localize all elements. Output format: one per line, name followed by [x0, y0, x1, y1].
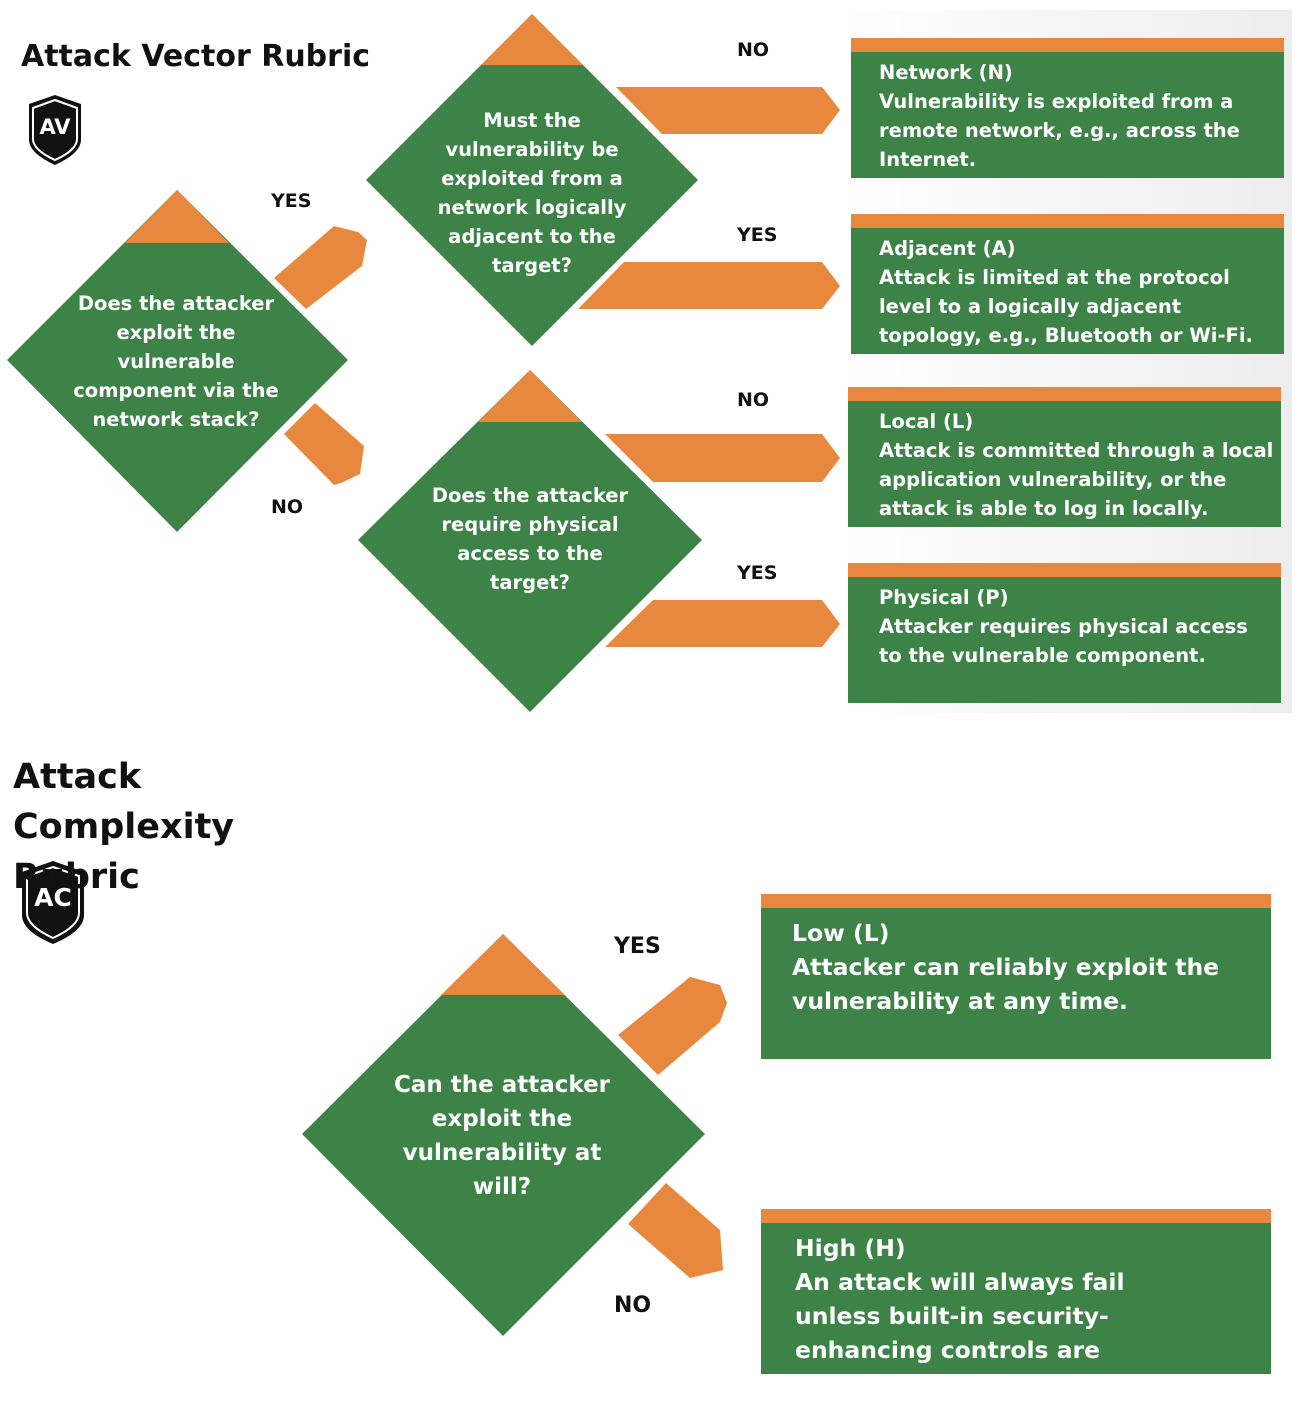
av-q2-diamond [366, 14, 698, 346]
av-title: Attack Vector Rubric [21, 39, 371, 74]
outcome-description: Vulnerability is exploited from a remote… [879, 90, 1240, 171]
av-outcome-physical: Physical (P) Attacker requires physical … [848, 563, 1281, 703]
ac-outcome-high: High (H) An attack will always fail unle… [761, 1209, 1271, 1398]
outcome-title: High (H) [795, 1234, 906, 1262]
av-q1-yes-arrow [274, 226, 367, 309]
ac-yes-label: YES [614, 934, 661, 959]
outcome-title: Low (L) [792, 919, 890, 947]
av-q1-no-label: NO [271, 496, 304, 518]
av-q3-question: Does the attacker require physical acces… [431, 484, 629, 594]
av-q3-diamond [358, 370, 702, 712]
ac-title: Attack Complexity Rubric [13, 757, 235, 897]
av-q2-yes-arrow [578, 262, 840, 309]
outcome-description: Attacker requires physical access to the… [879, 615, 1248, 667]
av-q3-no-label: NO [737, 389, 770, 411]
av-q2-question: Must the vulnerability be exploited from… [437, 109, 627, 277]
av-q1-yes-label: YES [271, 190, 312, 212]
av-q2-no-arrow [616, 87, 840, 134]
ac-badge-icon: AC [22, 861, 84, 944]
av-outcome-local: Local (L) Attack is committed through a … [848, 387, 1281, 527]
outcome-title: Adjacent (A) [879, 237, 1016, 260]
outcome-description: Attack is committed through a local appl… [879, 439, 1274, 520]
ac-no-arrow [628, 1183, 723, 1278]
ac-q1-question: Can the attacker exploit the vulnerabili… [393, 1072, 611, 1200]
outcome-title: Physical (P) [879, 586, 1009, 609]
outcome-description: An attack will always fail unless built-… [795, 1268, 1125, 1398]
av-badge-label: AV [39, 115, 71, 139]
outcome-description: Attack is limited at the protocol level … [879, 266, 1253, 347]
av-q2-yes-label: YES [737, 224, 778, 246]
ac-yes-arrow [618, 977, 727, 1075]
ac-outcome-low: Low (L) Attacker can reliably exploit th… [761, 894, 1271, 1059]
outcome-title: Local (L) [879, 410, 974, 433]
av-q1-question: Does the attacker exploit the vulnerable… [73, 291, 279, 431]
ac-no-label: NO [614, 1293, 652, 1318]
av-q1-no-arrow [284, 403, 364, 485]
av-outcome-adjacent: Adjacent (A) Attack is limited at the pr… [851, 214, 1284, 354]
outcome-title: Network (N) [879, 61, 1013, 84]
av-q3-yes-label: YES [737, 562, 778, 584]
outcome-description: Attacker can reliably exploit the vulner… [792, 953, 1220, 1015]
av-q3-no-arrow [605, 434, 840, 482]
av-badge-icon: AV [29, 95, 81, 165]
ac-q1-diamond [302, 934, 705, 1336]
av-q2-no-label: NO [737, 39, 770, 61]
av-q3-yes-arrow [605, 600, 840, 647]
av-outcome-network: Network (N) Vulnerability is exploited f… [851, 38, 1284, 178]
ac-badge-label: AC [34, 883, 72, 912]
av-q1-diamond [7, 190, 348, 532]
